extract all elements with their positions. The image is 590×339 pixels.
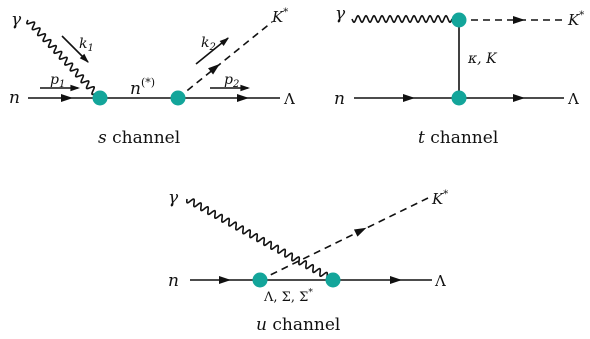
- u-channel-diagram: γ K* n Λ Λ, Σ, Σ* u channel: [168, 188, 448, 335]
- u-fermion-arrow-in: [219, 276, 231, 284]
- u-exchange-label: Λ, Σ, Σ*: [263, 288, 313, 305]
- s-channel-caption: s channel: [98, 128, 180, 148]
- t-channel-diagram: γ K* κ, K n Λ t channel: [334, 4, 584, 148]
- u-channel-caption: u channel: [256, 315, 340, 335]
- s-vertex-left: [92, 90, 108, 106]
- s-channel-diagram: γ k1 k2 K* n p1 p2 n(*) Λ s channel: [9, 7, 295, 148]
- u-kstar-dashed-line: [259, 197, 429, 281]
- s-neutron-label: n: [9, 88, 20, 108]
- s-photon-wave: [26, 19, 101, 99]
- u-vertex-left: [252, 272, 268, 288]
- u-lambda-label: Λ: [434, 272, 446, 290]
- t-fermion-arrow-out: [513, 94, 525, 102]
- t-channel-caption: t channel: [418, 128, 498, 148]
- u-photon-wave: [185, 198, 334, 281]
- t-photon-label: γ: [335, 4, 346, 24]
- s-fermion-arrow-in: [61, 94, 73, 102]
- s-vertex-right: [170, 90, 186, 106]
- s-intermediate-label: n(*): [130, 76, 155, 99]
- u-vertex-right: [325, 272, 341, 288]
- u-neutron-label: n: [168, 271, 179, 291]
- s-p1-label: p1: [50, 72, 65, 90]
- t-fermion-arrow-in: [403, 94, 415, 102]
- s-k1-label: k1: [79, 36, 94, 54]
- t-neutron-label: n: [334, 89, 345, 109]
- t-kstar-arrow: [513, 16, 525, 24]
- t-vertex-top: [451, 12, 467, 28]
- s-lambda-label: Λ: [283, 90, 295, 108]
- t-vertex-bottom: [451, 90, 467, 106]
- s-photon-label: γ: [11, 10, 22, 30]
- s-fermion-arrow-out: [237, 94, 249, 102]
- s-kstar-dashed-line: [177, 21, 273, 99]
- t-exchange-label: κ, K: [467, 51, 498, 67]
- t-kstar-label: K*: [567, 10, 584, 29]
- u-fermion-arrow-out: [390, 276, 402, 284]
- u-photon-label: γ: [168, 188, 179, 208]
- s-p2-label: p2: [224, 72, 239, 90]
- u-kstar-arrow: [353, 224, 369, 237]
- t-photon-wave: [351, 14, 453, 24]
- u-kstar-label: K*: [431, 189, 448, 208]
- t-lambda-label: Λ: [567, 90, 579, 108]
- s-k2-label: k2: [201, 35, 216, 53]
- s-kstar-label: K*: [271, 7, 288, 26]
